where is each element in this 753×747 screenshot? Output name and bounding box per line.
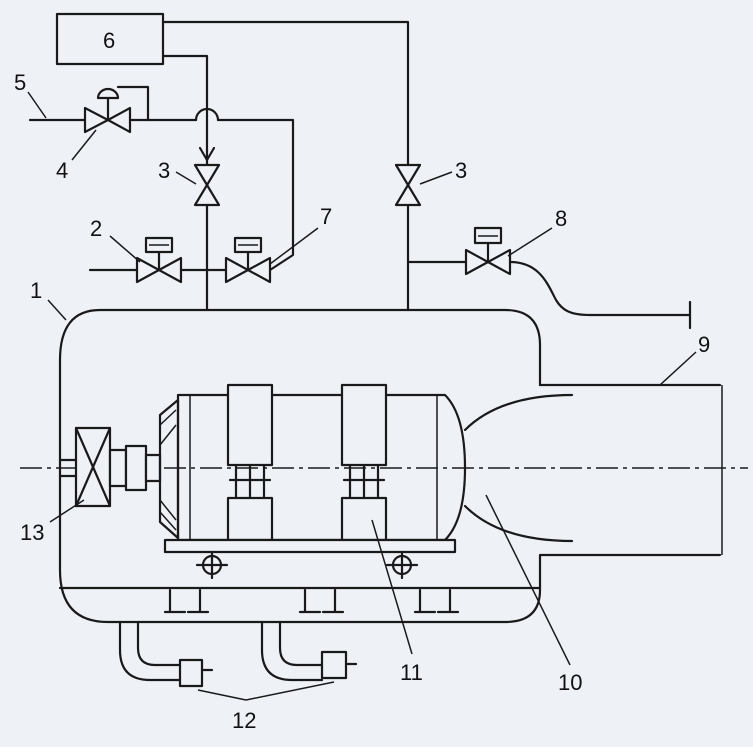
shaft-13	[58, 458, 78, 478]
label-2: 2	[90, 216, 102, 241]
flow-arrow	[198, 146, 216, 162]
support-middle	[298, 588, 345, 614]
label-9: 9	[698, 332, 710, 357]
label-10: 10	[558, 670, 582, 695]
leader-2	[109, 235, 141, 263]
support-right	[413, 588, 460, 614]
support-left	[163, 588, 210, 614]
engine-body	[176, 393, 467, 542]
leader-12	[197, 681, 335, 701]
valve-3-right	[394, 163, 422, 207]
wheel-left	[195, 550, 229, 580]
label-12: 12	[232, 708, 256, 733]
pipe-box6-to-left-valve	[161, 54, 209, 167]
leader-4	[71, 129, 97, 161]
solenoid-valve-8	[464, 226, 512, 276]
leader-7	[269, 227, 319, 265]
regulator-valve-4	[83, 85, 150, 134]
label-3-left: 3	[158, 158, 170, 183]
valve-3-left	[193, 163, 221, 207]
leader-8	[507, 227, 553, 257]
leader-3a	[175, 171, 197, 185]
label-8: 8	[555, 206, 567, 231]
solenoid-valve-2	[135, 236, 183, 284]
label-13: 13	[20, 520, 44, 545]
leader-13	[49, 499, 85, 523]
coupling	[108, 398, 180, 540]
label-3-right: 3	[455, 158, 467, 183]
leader-10	[485, 494, 571, 666]
label-6: 6	[103, 28, 115, 53]
label-5: 5	[14, 70, 26, 95]
leader-11	[371, 519, 413, 655]
pipe-crossover-hop	[194, 107, 220, 122]
component-6-box	[55, 12, 165, 66]
label-7: 7	[320, 204, 332, 229]
leader-9	[659, 351, 697, 386]
label-1: 1	[30, 278, 42, 303]
tank-1-shell	[58, 308, 722, 624]
fan-13	[74, 426, 112, 508]
mount-left	[226, 383, 274, 542]
leader-3b	[419, 171, 453, 185]
leader-5	[27, 91, 47, 119]
label-11: 11	[400, 660, 423, 685]
leader-1	[47, 299, 67, 321]
drain-pipe-12-right	[260, 620, 358, 682]
thrust-stand	[163, 538, 457, 554]
label-4: 4	[56, 158, 68, 183]
solenoid-valve-7	[224, 236, 272, 284]
drain-pipe-12-left	[118, 620, 214, 688]
exhaust-line	[508, 260, 692, 317]
wheel-right	[385, 550, 419, 580]
pipe-box6-to-right	[161, 20, 410, 167]
nozzle-10	[463, 393, 574, 543]
pipe-to-valve7	[216, 118, 295, 272]
mount-11	[340, 383, 388, 542]
